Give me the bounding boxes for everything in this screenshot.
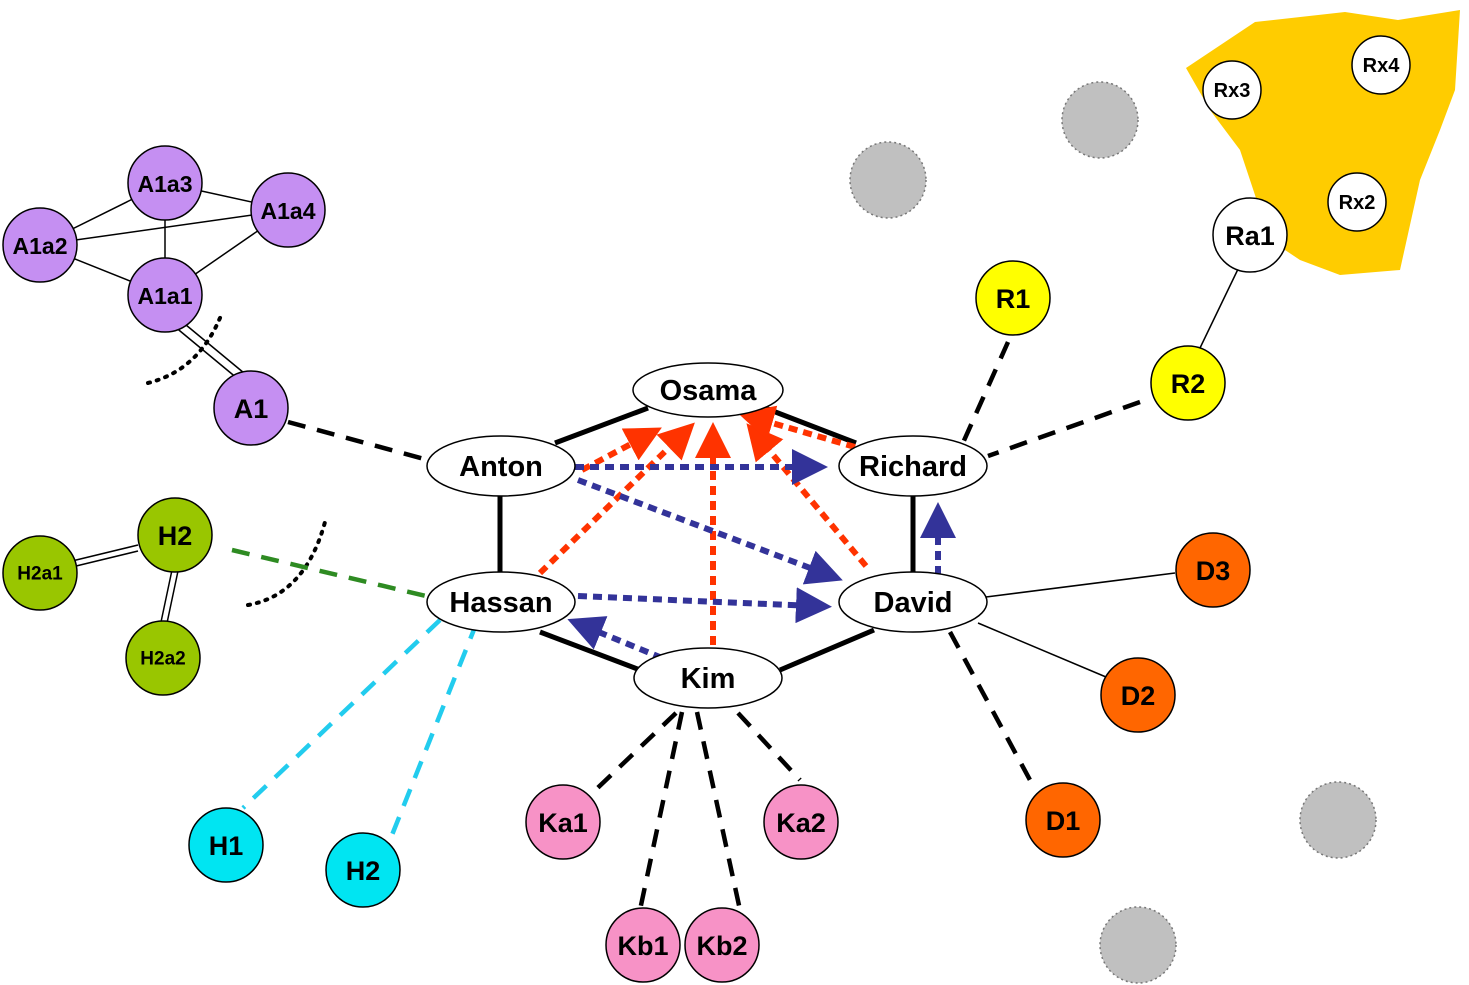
label-rx2: Rx2	[1339, 192, 1376, 214]
node-d1	[1025, 782, 1101, 858]
node-a1a2	[2, 207, 78, 283]
label-d1: D1	[1046, 806, 1081, 836]
node-david	[838, 571, 988, 633]
gray-node	[1099, 906, 1177, 984]
node-h2	[137, 497, 213, 573]
a-cut-dotted	[146, 311, 224, 385]
label-ka1: Ka1	[538, 808, 588, 838]
cyan-dashed-edges	[241, 618, 480, 841]
label-a1a1: A1a1	[138, 283, 193, 309]
node-d2	[1100, 657, 1176, 733]
label-a1a2: A1a2	[13, 233, 68, 259]
a1-double-edge	[173, 319, 245, 380]
label-a1: A1	[234, 394, 269, 424]
label-ra1: Ra1	[1225, 221, 1275, 251]
node-hassan	[426, 571, 576, 633]
core-nodes	[426, 362, 988, 709]
label-h2: H2	[158, 521, 193, 551]
node-r1	[975, 260, 1051, 336]
node-rx2	[1327, 172, 1387, 232]
label-h2a1: H2a1	[17, 564, 63, 585]
node-ra1	[1212, 197, 1288, 273]
node-h2a2	[125, 620, 201, 696]
node-kb2	[684, 907, 760, 983]
green-dashed-edge	[231, 547, 431, 600]
core-edges	[497, 405, 916, 673]
node-a1	[213, 370, 289, 446]
node-h2-cyan	[325, 832, 401, 908]
label-d2: D2	[1121, 681, 1156, 711]
node-kim	[633, 647, 783, 709]
node-osama	[632, 362, 784, 418]
label-richard: Richard	[859, 451, 967, 483]
label-rx4: Rx4	[1363, 55, 1401, 77]
gray-node	[1299, 781, 1377, 859]
node-richard	[838, 435, 988, 497]
label-h1-cyan: H1	[209, 831, 244, 861]
label-r2: R2	[1171, 369, 1206, 399]
blue-arrows	[567, 449, 956, 661]
dashed-edges	[287, 341, 1141, 911]
node-d3	[1175, 532, 1251, 608]
node-ka1	[525, 784, 601, 860]
node-h2a1	[2, 535, 78, 611]
label-ka2: Ka2	[776, 808, 826, 838]
label-hassan: Hassan	[449, 587, 552, 619]
node-ka2	[763, 784, 839, 860]
h-cut-dotted	[246, 520, 327, 607]
label-d3: D3	[1196, 556, 1231, 586]
node-a1a3	[127, 145, 203, 221]
label-a1a3: A1a3	[138, 171, 193, 197]
label-h2a2: H2a2	[140, 649, 185, 670]
label-kb1: Kb1	[617, 931, 668, 961]
label-david: David	[874, 587, 953, 619]
node-a1a4	[250, 172, 326, 248]
label-anton: Anton	[459, 451, 543, 483]
label-osama: Osama	[660, 375, 758, 407]
label-kim: Kim	[681, 663, 736, 695]
label-h2-cyan: H2	[346, 856, 381, 886]
node-h1-cyan	[188, 807, 264, 883]
node-r2	[1150, 345, 1226, 421]
node-rx3	[1202, 60, 1262, 120]
red-arrows	[537, 405, 869, 645]
gray-node	[849, 141, 927, 219]
labels: Osama Anton Richard Hassan David Kim A1a…	[13, 55, 1401, 961]
node-kb1	[605, 907, 681, 983]
circle-nodes	[2, 35, 1411, 983]
node-anton	[426, 435, 576, 497]
label-r1: R1	[996, 284, 1031, 314]
h-double-edges	[71, 544, 179, 624]
gray-node	[1061, 81, 1139, 159]
thin-edges	[977, 264, 1241, 678]
node-rx4	[1351, 35, 1411, 95]
label-kb2: Kb2	[696, 931, 747, 961]
node-a1a1	[127, 257, 203, 333]
label-rx3: Rx3	[1214, 80, 1251, 102]
label-a1a4: A1a4	[261, 198, 316, 224]
